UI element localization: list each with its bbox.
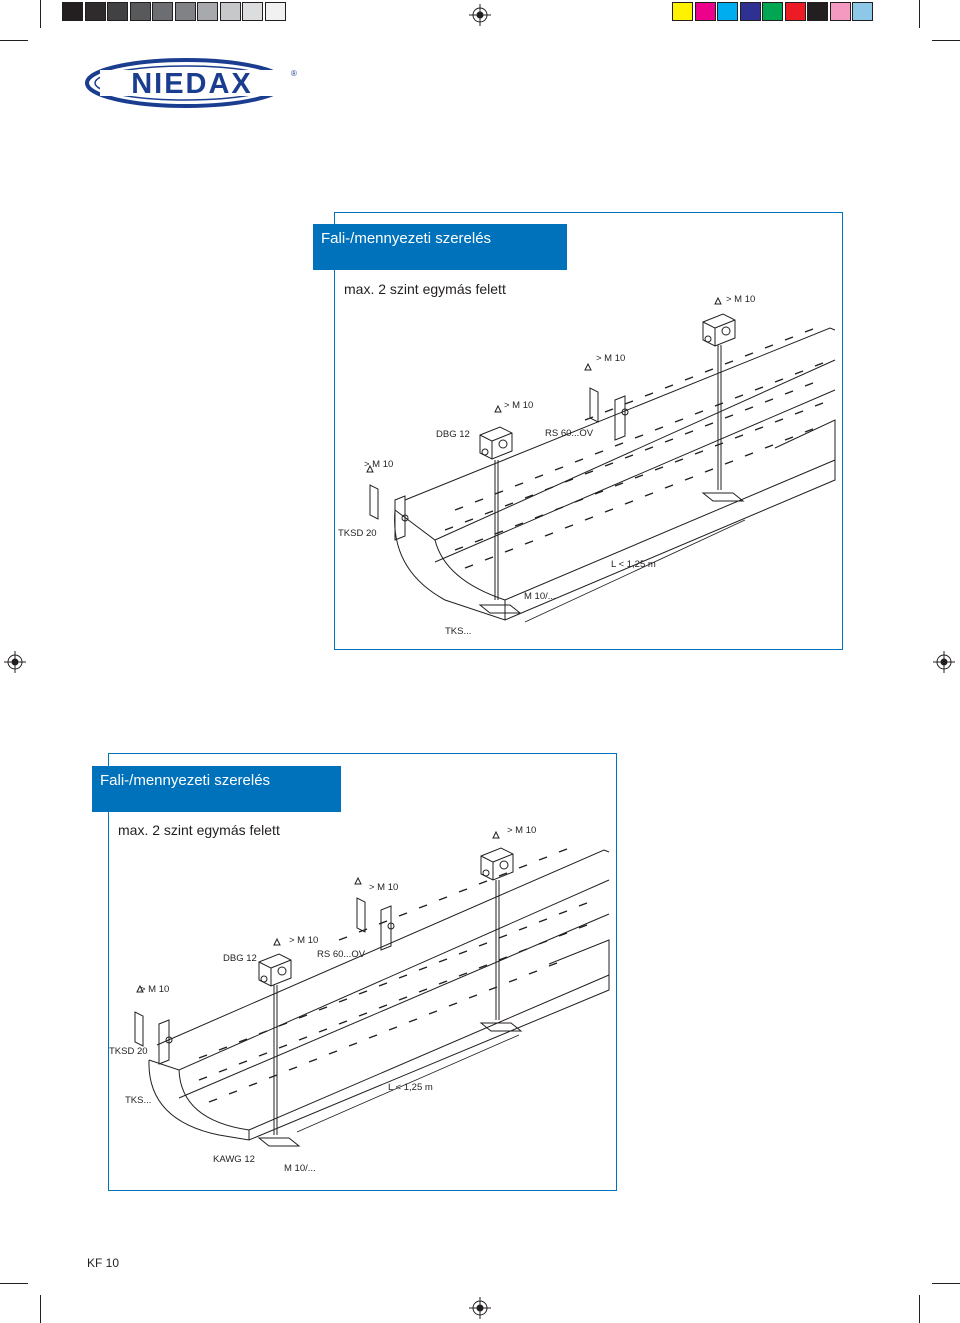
section-title: Fali-/mennyezeti szerelés: [100, 772, 271, 789]
gray-swatch: [197, 2, 218, 21]
niedax-logo: NIEDAX ®: [85, 58, 297, 108]
label-m10-1: > M 10: [507, 825, 537, 836]
gray-swatch: [129, 2, 151, 21]
cable-tray-drawing-bottom: [134, 830, 610, 1147]
label-rs60: RS 60...OV: [317, 949, 366, 960]
registration-mark-icon: [4, 651, 26, 673]
registration-mark-icon: [469, 1297, 491, 1319]
registration-mark-icon: [469, 4, 491, 26]
process-swatch: [852, 2, 873, 21]
gray-swatch: [62, 2, 83, 21]
process-swatch: [739, 2, 761, 21]
gray-swatch: [152, 2, 173, 21]
section-banner-top: Fali-/mennyezeti szerelés: [313, 224, 567, 270]
label-m10-1: > M 10: [726, 294, 756, 305]
cable-tray-drawing-top: [366, 296, 836, 623]
label-m10-4: > M 10: [364, 459, 394, 470]
diagram-panel-bottom: [108, 753, 617, 1191]
gray-swatch: [242, 2, 263, 21]
process-swatch: [762, 2, 783, 21]
label-tksd20: TKSD 20: [109, 1046, 148, 1057]
crop-mark: [932, 1283, 960, 1284]
process-swatch: [717, 2, 738, 21]
label-dbg12: DBG 12: [436, 429, 470, 440]
diagram-panel-top: [334, 212, 843, 650]
crop-mark: [0, 1283, 28, 1284]
label-dbg12: DBG 12: [223, 953, 257, 964]
label-m10-3: > M 10: [504, 400, 534, 411]
label-tks: TKS...: [445, 626, 472, 637]
label-tksd20: TKSD 20: [338, 528, 377, 539]
label-rs60: RS 60...OV: [545, 428, 594, 439]
label-m10-3: > M 10: [289, 935, 319, 946]
process-swatch: [672, 2, 693, 21]
process-swatch: [784, 2, 806, 21]
label-span-length: L < 1,25 m: [388, 1082, 433, 1093]
section-subtitle: max. 2 szint egymás felett: [344, 281, 506, 297]
section-title: Fali-/mennyezeti szerelés: [321, 230, 492, 247]
process-swatch: [829, 2, 851, 21]
section-banner-bottom: Fali-/mennyezeti szerelés: [92, 766, 341, 812]
crop-mark: [932, 40, 960, 41]
section-subtitle: max. 2 szint egymás felett: [118, 822, 280, 838]
svg-text:®: ®: [291, 69, 297, 78]
gray-swatch: [107, 2, 128, 21]
label-m10-rod: M 10/...: [284, 1163, 316, 1174]
gray-swatch: [174, 2, 196, 21]
process-swatch: [694, 2, 716, 21]
label-span-length: L < 1,25 m: [611, 559, 656, 570]
label-m10-4: > M 10: [140, 984, 170, 995]
crop-mark: [919, 0, 920, 28]
process-swatch: [807, 2, 828, 21]
gray-swatch: [84, 2, 106, 21]
page-code: KF 10: [87, 1256, 120, 1270]
registration-mark-icon: [933, 651, 955, 673]
label-m10-2: > M 10: [596, 353, 626, 364]
gray-swatch: [219, 2, 241, 21]
label-m10-rod: M 10/...: [524, 591, 556, 602]
label-kawg12: KAWG 12: [213, 1154, 255, 1165]
gray-swatch: [264, 2, 286, 21]
crop-mark: [40, 0, 41, 28]
crop-mark: [0, 40, 28, 41]
label-tks: TKS...: [125, 1095, 152, 1106]
label-m10-2: > M 10: [369, 882, 399, 893]
crop-mark: [40, 1295, 41, 1323]
svg-text:NIEDAX: NIEDAX: [131, 68, 253, 100]
crop-mark: [919, 1295, 920, 1323]
